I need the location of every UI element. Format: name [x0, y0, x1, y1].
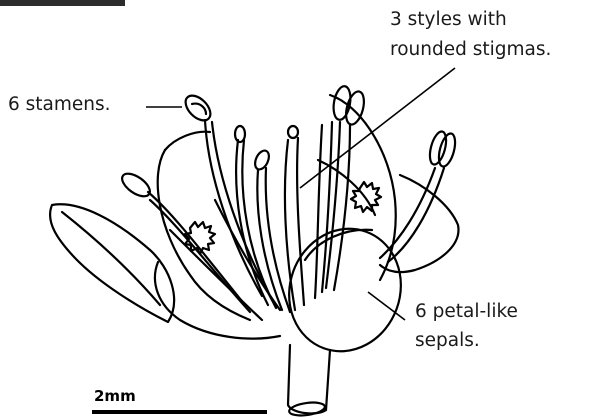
anther	[331, 85, 353, 121]
stigma	[288, 126, 298, 138]
image-fragment	[0, 0, 125, 6]
anther	[235, 126, 245, 142]
styles-label-line1: 3 styles with	[390, 6, 507, 33]
leader-lines	[146, 68, 455, 320]
anther	[436, 132, 458, 168]
sepals-label-line1: 6 petal-like	[415, 298, 518, 325]
styles-label-line2: rounded stigmas.	[390, 36, 551, 63]
flower-drawing-icon	[50, 85, 458, 418]
anther	[118, 169, 153, 200]
sepals-label-line2: sepals.	[415, 327, 480, 354]
left-pointed-sepal	[50, 204, 174, 322]
anther	[252, 148, 271, 171]
anther	[181, 91, 215, 125]
stamens-label: 6 stamens.	[8, 91, 111, 118]
styles-leader	[300, 68, 455, 188]
front-oval-sepal	[272, 213, 418, 367]
scale-bar-label: 2mm	[94, 387, 136, 405]
